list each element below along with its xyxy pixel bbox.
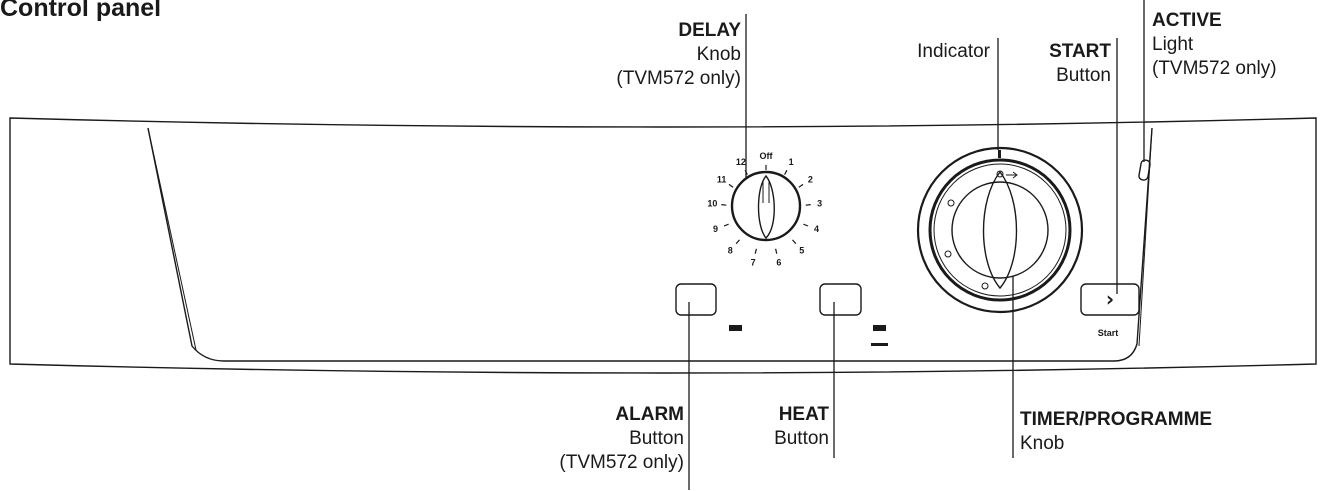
delay-dial-label: 5	[799, 245, 804, 255]
heat-callout: HEAT Button	[774, 403, 829, 451]
active-note: (TVM572 only)	[1152, 58, 1277, 79]
active-callout: ACTIVE Light (TVM572 only)	[1152, 9, 1277, 81]
panel-outline	[9, 117, 1317, 374]
delay-dial-tick	[803, 223, 809, 227]
delay-name: DELAY	[678, 20, 741, 41]
alarm-name: ALARM	[615, 404, 684, 425]
delay-dial-label: 4	[814, 224, 819, 234]
timer-name: TIMER/PROGRAMME	[1020, 409, 1213, 430]
delay-dial-tick	[728, 183, 734, 188]
delay-dial-label: 6	[776, 257, 781, 267]
start-button-caption: Start	[1098, 328, 1119, 338]
delay-dial-tick	[754, 248, 757, 254]
active-name: ACTIVE	[1152, 10, 1222, 31]
active-light	[1138, 159, 1151, 181]
start-name: START	[1049, 41, 1111, 62]
diagram-title: Control panel	[0, 0, 162, 22]
delay-dial-tick	[798, 183, 804, 188]
indicator-callout: Indicator	[917, 40, 990, 64]
delay-dial-label: 9	[713, 224, 718, 234]
delay-dial-label: 2	[808, 174, 813, 184]
delay-dial-label: 3	[817, 199, 822, 209]
delay-dial-label: 11	[717, 174, 727, 184]
delay-note: (TVM572 only)	[616, 68, 741, 89]
start-button-glyph: ›	[1106, 287, 1114, 311]
delay-dial-label: Off	[760, 151, 774, 161]
alarm-note: (TVM572 only)	[559, 452, 684, 473]
delay-dial-label: 1	[789, 157, 794, 167]
heat-type: Button	[774, 428, 829, 449]
delay-dial-tick	[735, 239, 740, 245]
timer-callout: TIMER/PROGRAMME Knob	[1020, 408, 1212, 456]
delay-callout: DELAY Knob (TVM572 only)	[616, 19, 741, 91]
delay-dial-label: 12	[736, 157, 746, 167]
timer-type: Knob	[1020, 433, 1065, 454]
alarm-callout: ALARM Button (TVM572 only)	[559, 403, 684, 475]
delay-dial-tick	[723, 223, 729, 227]
timer-programme-knob	[916, 146, 1084, 314]
delay-dial-label: 7	[751, 257, 756, 267]
alarm-symbol	[729, 325, 742, 331]
delay-dial-tick	[805, 204, 811, 206]
delay-dial-tick	[792, 239, 797, 245]
active-type: Light	[1152, 34, 1194, 55]
delay-dial-tick	[775, 248, 778, 254]
delay-dial-tick	[721, 204, 727, 206]
alarm-type: Button	[629, 428, 684, 449]
delay-dial-tick	[784, 169, 788, 175]
heat-button	[819, 283, 862, 316]
heat-name: HEAT	[778, 404, 829, 425]
delay-dial-label: 10	[707, 199, 717, 209]
panel-face	[147, 127, 1153, 362]
delay-type: Knob	[696, 44, 741, 65]
heat-symbol	[873, 325, 886, 331]
delay-dial-label: 8	[728, 245, 733, 255]
start-type: Button	[1056, 65, 1111, 86]
indicator-name: Indicator	[917, 41, 990, 62]
alarm-button	[675, 283, 717, 316]
delay-knob	[730, 170, 802, 242]
start-callout: START Button	[1049, 40, 1111, 88]
start-button	[1080, 283, 1140, 316]
